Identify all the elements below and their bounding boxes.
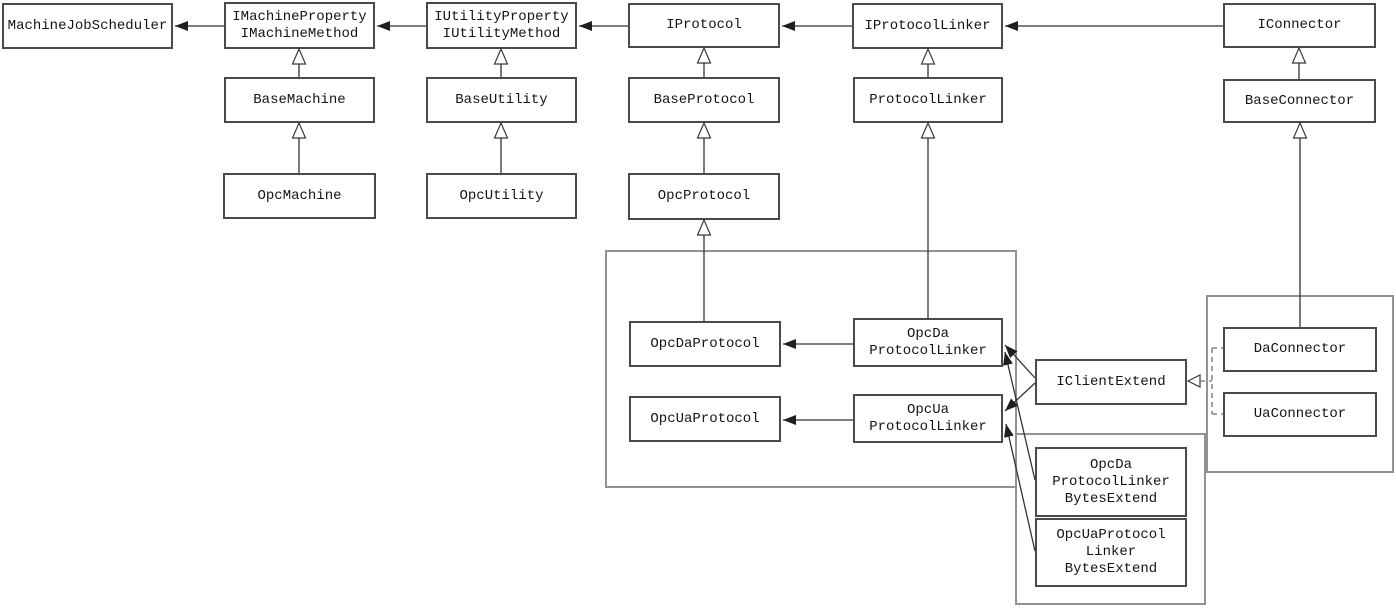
edge-protocollinker-inherits-iprotocollinker <box>920 47 936 77</box>
node-opc-ua-protocol-linker: OpcUa ProtocolLinker <box>853 394 1003 443</box>
node-opc-protocol: OpcProtocol <box>628 173 780 220</box>
node-iutility-property-method: IUtilityProperty IUtilityMethod <box>426 2 577 49</box>
node-imachine-property-method: IMachineProperty IMachineMethod <box>224 2 375 49</box>
group-connector-frame <box>1206 295 1394 473</box>
node-machine-job-scheduler: MachineJobScheduler <box>2 3 173 49</box>
node-opc-machine: OpcMachine <box>223 173 376 219</box>
node-iprotocol: IProtocol <box>628 3 780 48</box>
node-iconnector: IConnector <box>1223 3 1376 48</box>
node-base-protocol: BaseProtocol <box>628 77 780 123</box>
group-opc-protocol-linker-frame <box>605 250 1017 488</box>
edge-basemachine-inherits-imachine <box>291 47 307 77</box>
node-opc-ua-protocol: OpcUaProtocol <box>629 396 781 442</box>
node-base-connector: BaseConnector <box>1223 79 1376 123</box>
node-opc-da-protocol-linker: OpcDa ProtocolLinker <box>853 318 1003 367</box>
node-iprotocol-linker: IProtocolLinker <box>852 3 1003 49</box>
edge-opcutility-inherits-baseutility <box>493 121 509 173</box>
node-base-machine: BaseMachine <box>224 77 375 123</box>
node-ua-connector: UaConnector <box>1223 392 1377 437</box>
edge-baseprotocol-inherits-iprotocol <box>696 46 712 77</box>
node-opc-da-protocol-linker-bytes-extend: OpcDa ProtocolLinker BytesExtend <box>1035 447 1187 517</box>
node-opc-da-protocol: OpcDaProtocol <box>629 321 781 367</box>
edge-opcprotocol-inherits-baseprotocol <box>696 121 712 173</box>
edge-baseconnector-inherits-iconnector <box>1291 46 1307 79</box>
node-opc-utility: OpcUtility <box>426 173 577 219</box>
edge-opcmachine-inherits-basemachine <box>291 121 307 173</box>
node-opc-ua-protocol-linker-bytes-extend: OpcUaProtocol Linker BytesExtend <box>1035 518 1187 587</box>
node-iclient-extend: IClientExtend <box>1035 359 1187 405</box>
node-protocol-linker: ProtocolLinker <box>853 77 1003 123</box>
node-base-utility: BaseUtility <box>426 77 577 123</box>
edge-baseutility-inherits-iutility <box>493 47 509 77</box>
node-da-connector: DaConnector <box>1223 327 1377 372</box>
